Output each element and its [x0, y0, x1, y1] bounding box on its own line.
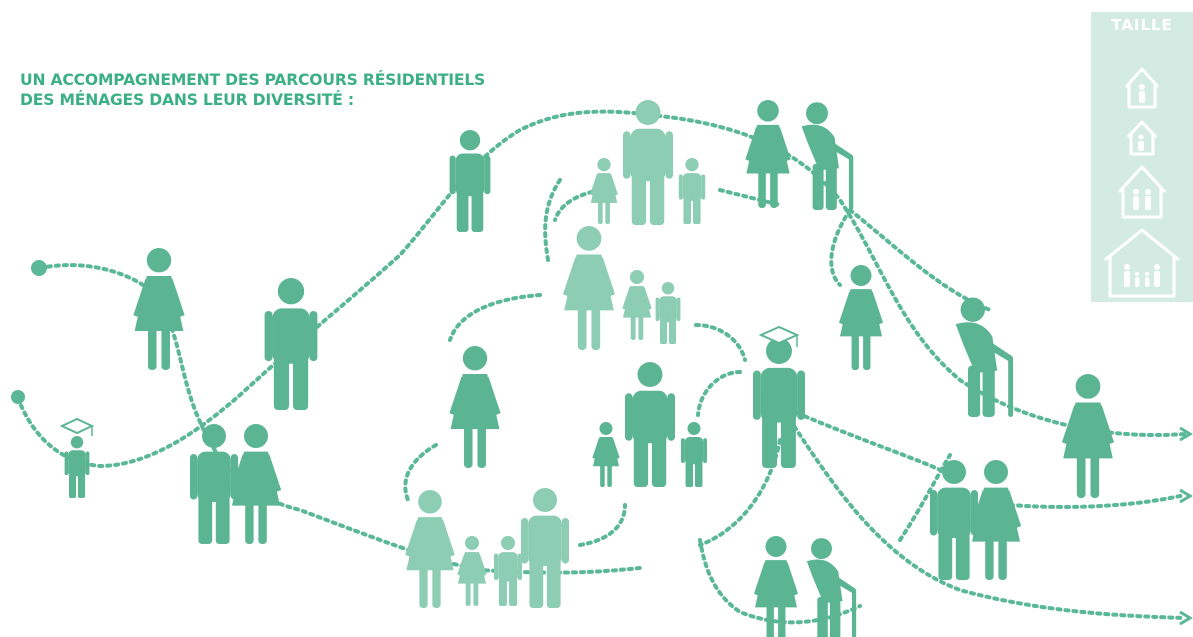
elder-figure — [955, 297, 1014, 417]
page-title: UN ACCOMPAGNEMENT DES PARCOURS RÉSIDENTI… — [20, 70, 485, 110]
man-figure — [623, 100, 673, 225]
man-figure — [264, 278, 318, 410]
house-couple-icon — [1117, 165, 1167, 219]
child-figure — [622, 270, 652, 340]
path-mid-branch — [543, 178, 562, 262]
title-line-2: DES MÉNAGES DANS LEUR DIVERSITÉ : — [20, 91, 354, 109]
woman-figure — [838, 265, 884, 370]
man-figure — [625, 362, 675, 487]
house-single-person-icon — [1124, 67, 1160, 109]
woman-figure — [230, 424, 282, 544]
house-family-icon — [1104, 228, 1180, 298]
woman-figure — [405, 490, 455, 608]
arrow-icon — [1179, 610, 1193, 626]
woman-figure — [449, 346, 501, 468]
path-start-dot — [11, 390, 25, 404]
size-legend-label: TAILLE — [1111, 16, 1173, 34]
path-left-loop — [448, 293, 542, 342]
graduation-cap-icon — [59, 325, 800, 436]
title-line-1: UN ACCOMPAGNEMENT DES PARCOURS RÉSIDENTI… — [20, 71, 486, 89]
path-start-dot — [31, 260, 47, 276]
student-figure — [64, 436, 90, 498]
path-student-to-couple — [788, 408, 942, 472]
arrow-icon — [1179, 426, 1193, 442]
man-figure — [521, 488, 569, 608]
path-student-to-bottom — [788, 418, 1187, 620]
child-figure — [494, 536, 522, 606]
woman-figure — [745, 100, 791, 208]
child-figure — [681, 422, 707, 487]
path-student-man — [16, 109, 1187, 469]
size-legend-panel: TAILLE — [1091, 12, 1193, 302]
woman-figure — [970, 460, 1022, 580]
child-figure — [655, 282, 681, 344]
child-figure — [592, 422, 620, 487]
path-family-wavy — [829, 208, 852, 287]
size-legend-houses — [1104, 67, 1180, 298]
path-woman-to-couple — [898, 453, 952, 542]
path-right-child — [694, 323, 747, 362]
path-family-right — [578, 503, 627, 547]
man-figure — [449, 130, 491, 232]
elder-figure — [801, 102, 854, 210]
child-figure — [457, 536, 487, 606]
path-center-loop — [696, 370, 742, 417]
man-figure — [190, 424, 238, 544]
woman-figure — [1061, 374, 1115, 498]
people-dark — [64, 100, 1115, 637]
path-couple-to-right — [1008, 493, 1187, 509]
child-figure — [678, 158, 706, 224]
arrow-icon — [1179, 488, 1193, 504]
child-figure — [590, 158, 618, 224]
house-elderly-person-icon — [1126, 120, 1158, 156]
woman-figure — [562, 226, 616, 350]
path-lower-loop — [403, 443, 438, 502]
